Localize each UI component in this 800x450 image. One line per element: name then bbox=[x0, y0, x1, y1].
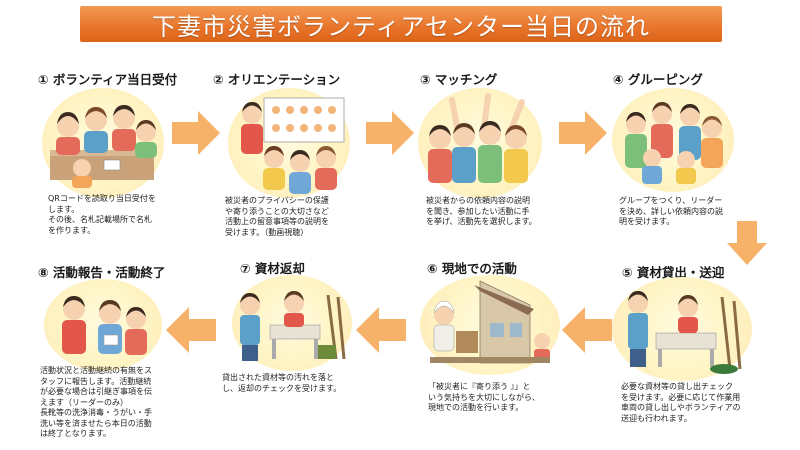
step-7-description: 貸出された資材等の汚れを落と し、返却のチェックを受けます。 bbox=[222, 373, 342, 393]
step-1-title: ① ボランティア当日受付 bbox=[38, 72, 178, 87]
step-8-title: ⑧ 活動報告・活動終了 bbox=[38, 265, 166, 280]
step-7-title: ⑦ 資材返却 bbox=[240, 261, 305, 276]
step-2-illustration bbox=[228, 88, 350, 198]
step-6-description: 「被災者に『寄り添う 』」と いう気持ちを大切にしながら、 現地での活動を行いま… bbox=[428, 382, 540, 412]
step-8-description: 活動状況と活動継続の有無をス タッフに報告します。活動継続 が必要な場合は引継ぎ… bbox=[40, 366, 152, 438]
step-4-title: ④ グルーピング bbox=[613, 72, 703, 87]
left-arrow-icon bbox=[562, 307, 612, 353]
right-arrow-icon bbox=[559, 111, 607, 155]
step-5-illustration bbox=[612, 277, 752, 381]
step-2-description: 被災者のプライバシーの保護 や寄り添うことの大切さなど 活動上の留意事項等の説明… bbox=[225, 196, 329, 237]
step-8-illustration bbox=[44, 279, 162, 371]
step-7-illustration bbox=[232, 275, 352, 371]
step-1-illustration bbox=[42, 88, 164, 198]
step-1-description: QRコードを読取り当日受付を します。 その後、名札記載場所で名札 を作ります。 bbox=[48, 194, 156, 235]
right-arrow-icon bbox=[366, 111, 414, 155]
step-2-title: ② オリエンテーション bbox=[213, 72, 341, 87]
step-6-illustration bbox=[420, 275, 560, 375]
down-arrow-icon bbox=[727, 221, 767, 265]
step-4-illustration bbox=[612, 88, 734, 192]
step-5-title: ⑤ 資材貸出・送迎 bbox=[622, 265, 725, 280]
step-3-description: 被災者からの依頼内容の説明 を聞き、参加したい活動に手 を挙げ、活動先を選択しま… bbox=[426, 196, 537, 226]
step-3-illustration bbox=[418, 88, 542, 198]
step-3-title: ③ マッチング bbox=[420, 72, 498, 87]
left-arrow-icon bbox=[356, 307, 406, 353]
left-arrow-icon bbox=[166, 307, 216, 353]
page-title: 下妻市災害ボランティアセンター当日の流れ bbox=[80, 6, 722, 42]
right-arrow-icon bbox=[172, 111, 220, 155]
step-4-description: グループをつくり、リーダー を決め、詳しい依頼内容の説 明を受けます。 bbox=[619, 196, 723, 226]
step-5-description: 必要な資材等の貸し出チェック を受けます。必要に応じて作業用 車両の貸し出しやボ… bbox=[621, 382, 741, 423]
step-6-title: ⑥ 現地での活動 bbox=[427, 261, 517, 276]
